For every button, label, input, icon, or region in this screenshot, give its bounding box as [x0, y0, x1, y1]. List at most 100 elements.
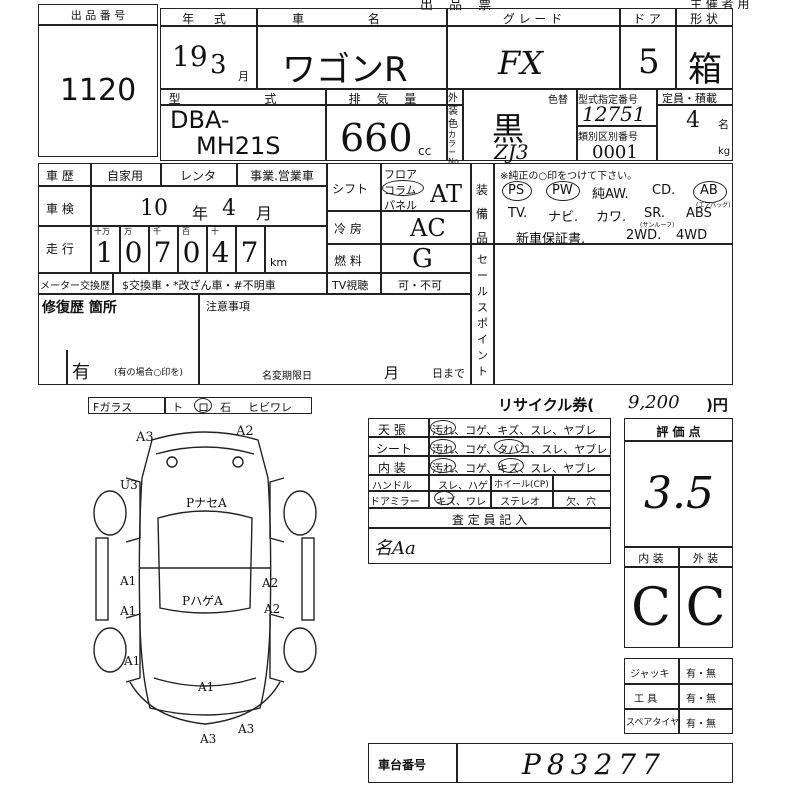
type-number-label: 型式指定番号 — [578, 95, 638, 106]
mileage-digit-5: 4 — [211, 236, 230, 269]
lot-number: 1120 — [59, 73, 137, 108]
equipment-cd: CD. — [652, 183, 676, 198]
host-label: 主 催 者 用 — [690, 0, 750, 11]
year-label: 年 式 — [182, 12, 234, 26]
equipment-label: 装備品 — [476, 183, 489, 245]
mileage-unit: km — [270, 256, 288, 269]
spare-tire-label: スペアタイヤ — [626, 718, 680, 728]
damage-mark-a3-front-left: A3 — [136, 430, 154, 445]
exterior-color-label: 外装色 — [448, 93, 458, 130]
mileage-digit-2: 0 — [124, 236, 143, 269]
sheet-title: 出 品 票 — [420, 0, 498, 13]
mileage-digit-6: 7 — [240, 236, 259, 269]
expiry-day: 日まで — [432, 367, 465, 380]
damage-mark-a1-left-door: A1 — [120, 574, 137, 588]
stereo-value: 欠、穴 — [566, 497, 596, 508]
jack-value: 有・無 — [686, 669, 716, 680]
sales-point-label: セールスポイント — [477, 253, 488, 378]
damage-mark-a2-front-right: A2 — [236, 424, 254, 439]
repair-note: (有の場合○印を) — [114, 368, 183, 378]
inspection-month: 4 — [222, 196, 236, 221]
glass-label: Fガラス — [93, 401, 133, 414]
interior-grade-label: 内 装 — [638, 552, 664, 565]
capacity-value: 4 — [686, 108, 700, 133]
expiry-month: 月 — [384, 364, 400, 382]
shift-table — [326, 163, 471, 295]
rating-label: 評 価 点 — [656, 425, 701, 439]
equipment-tv: TV. — [508, 206, 528, 221]
glass-item-crack: ヒビワレ — [248, 401, 292, 414]
interior-label: 内 装 — [378, 461, 406, 475]
grade-value: FX — [498, 44, 543, 82]
tools-value: 有・無 — [686, 694, 716, 705]
interior-dirt-circle — [430, 458, 456, 473]
equipment-aw: 純AW. — [592, 187, 629, 202]
shift-panel: パネル — [384, 199, 417, 212]
equipment-navi: ナビ. — [548, 210, 579, 225]
equipment-2wd: 2WD. — [626, 228, 662, 243]
color-value: 黒 — [492, 110, 525, 148]
door-label: ド ア — [633, 12, 661, 26]
seat-tobacco-circle — [494, 439, 524, 454]
inspection-label: 車 検 — [46, 202, 74, 216]
notes-label: 注意事項 — [206, 300, 250, 313]
shift-value: AT — [430, 180, 463, 208]
shape-label: 形 状 — [690, 12, 718, 26]
chassis-value: P83277 — [522, 748, 666, 781]
mileage-place-100k: 十万 — [94, 227, 110, 236]
mirror-value: キズ、ワレ — [436, 497, 486, 508]
ab-circle — [693, 181, 727, 203]
equipment-abs: ABS — [686, 206, 712, 221]
equipment-sr: SR. — [644, 206, 665, 221]
handle-value: スレ、ハゲ — [438, 481, 488, 492]
inspection-year-unit: 年 — [192, 204, 209, 223]
ceiling-value: 汚れ、コゲ、キズ、スレ、ヤブレ — [432, 424, 597, 437]
equipment-4wd: 4WD — [676, 228, 708, 243]
expiry-label: 名変期限日 — [262, 371, 312, 382]
shift-label: シフト — [332, 182, 369, 196]
tv-value: 可・不可 — [398, 279, 442, 292]
mileage-digit-3: 7 — [153, 236, 172, 269]
meter-exchange-options: $交換車・*改ざん車・#不明車 — [122, 279, 276, 292]
damage-mark-roof: PハゲA — [182, 594, 223, 608]
mileage-digit-1: 1 — [95, 236, 114, 269]
stereo-label: ステレオ — [500, 497, 540, 508]
inspection-month-unit: 月 — [256, 204, 273, 223]
model-value-1: DBA- — [170, 106, 230, 134]
seat-dirt-circle — [430, 439, 456, 454]
damage-mark-bonnet: PナセA — [186, 496, 227, 510]
damage-mark-a3-rear-left: A3 — [200, 732, 217, 746]
glass-ro-circle — [194, 398, 212, 413]
damage-mark-u3: U3 — [120, 478, 138, 492]
lot-box — [38, 4, 158, 157]
mileage-place-10: 十 — [211, 227, 219, 236]
repair-table — [38, 293, 471, 385]
class-number-label: 類別区別番号 — [578, 132, 638, 143]
glass-item-to: ト — [172, 401, 183, 414]
grade-label: グ レ ー ド — [502, 12, 563, 26]
mileage-label: 走 行 — [46, 242, 74, 256]
shift-floor: フロア — [384, 168, 417, 181]
ps-circle — [502, 181, 532, 201]
equipment-note: ※純正の○印をつけて下さい。 — [500, 171, 638, 182]
color-change-label: 色替 — [548, 95, 568, 106]
spare-tire-value: 有・無 — [686, 719, 716, 730]
model-value-2: MH21S — [196, 132, 281, 160]
equipment-table — [471, 163, 733, 385]
car-name-value: ワゴンR — [282, 50, 408, 90]
repair-label: 修復歴 箇所 — [42, 300, 117, 316]
mileage-place-100: 百 — [182, 227, 190, 236]
damage-mark-a2-right-door: A2 — [262, 576, 279, 590]
mileage-place-1k: 千 — [153, 227, 161, 236]
interior-grade-value: C — [631, 578, 671, 638]
ceiling-dirt-circle — [430, 420, 456, 435]
history-label: 車 歴 — [46, 169, 74, 183]
damage-mark-a1-rear-left: A1 — [124, 654, 141, 668]
glass-item-stone: 石 — [220, 401, 231, 414]
chassis-box — [368, 743, 733, 783]
airbag-sub: (エアバッグ) — [696, 202, 731, 209]
rating-value: 3.5 — [644, 468, 714, 519]
mirror-label: ドアミラー — [370, 497, 420, 508]
capacity-unit: 名 — [718, 118, 729, 131]
model-label: 型 式 — [168, 92, 317, 106]
